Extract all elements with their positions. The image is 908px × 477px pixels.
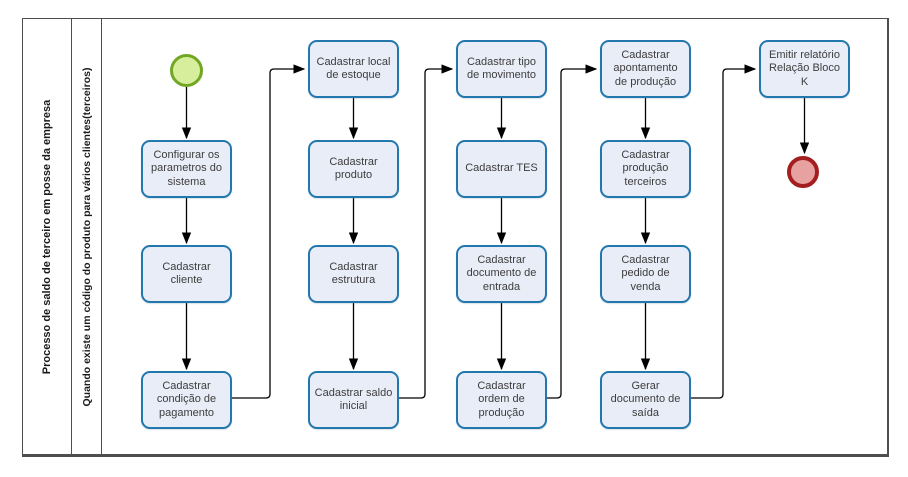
task-cadastrar-documento-entrada[interactable]: Cadastrar documento de entrada [456, 245, 547, 303]
end-event[interactable] [787, 156, 819, 188]
task-cadastrar-producao-terceiros[interactable]: Cadastrar produção terceiros [600, 140, 691, 198]
lane-title-band: Quando existe um código do produto para … [72, 19, 102, 454]
task-cadastrar-ordem-producao[interactable]: Cadastrar ordem de produção [456, 371, 547, 429]
pool-title-band: Processo de saldo de terceiro em posse d… [23, 19, 72, 454]
task-cadastrar-pedido-venda[interactable]: Cadastrar pedido de venda [600, 245, 691, 303]
lane-title: Quando existe um código do produto para … [80, 67, 93, 406]
task-cadastrar-produto[interactable]: Cadastrar produto [308, 140, 399, 198]
task-cadastrar-estrutura[interactable]: Cadastrar estrutura [308, 245, 399, 303]
task-configurar-parametros[interactable]: Configurar os parametros do sistema [141, 140, 232, 198]
task-cadastrar-tes[interactable]: Cadastrar TES [456, 140, 547, 198]
task-cadastrar-saldo-inicial[interactable]: Cadastrar saldo inicial [308, 371, 399, 429]
task-cadastrar-tipo-movimento[interactable]: Cadastrar tipo de movimento [456, 40, 547, 98]
task-cadastrar-condicao-pagamento[interactable]: Cadastrar condição de pagamento [141, 371, 232, 429]
task-cadastrar-apontamento-producao[interactable]: Cadastrar apontamento de produção [600, 40, 691, 98]
task-emitir-relatorio-bloco-k[interactable]: Emitir relatório Relação Bloco K [759, 40, 850, 98]
task-cadastrar-cliente[interactable]: Cadastrar cliente [141, 245, 232, 303]
task-gerar-documento-saida[interactable]: Gerar documento de saída [600, 371, 691, 429]
start-event[interactable] [170, 54, 203, 87]
pool-title: Processo de saldo de terceiro em posse d… [41, 99, 53, 374]
task-cadastrar-local-estoque[interactable]: Cadastrar local de estoque [308, 40, 399, 98]
